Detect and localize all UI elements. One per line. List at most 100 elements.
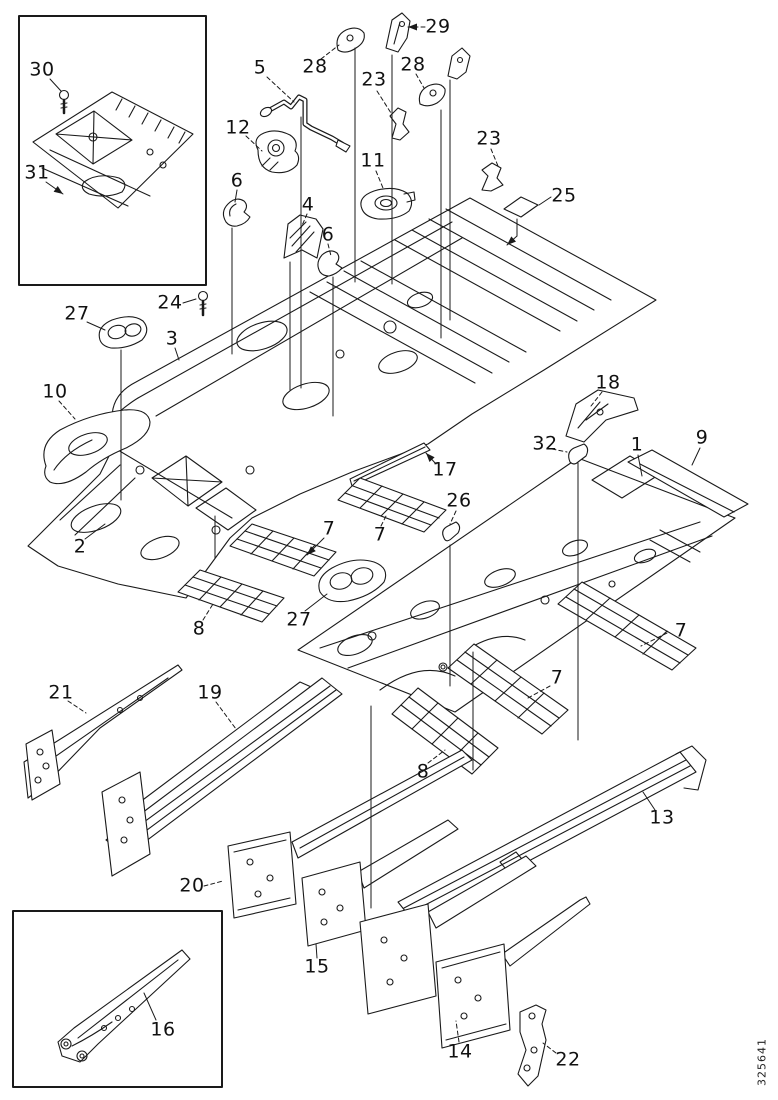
leader-line bbox=[301, 214, 307, 228]
leader-line bbox=[183, 299, 196, 303]
callout-13: 13 bbox=[649, 806, 675, 829]
part-27-plate-upper bbox=[99, 317, 147, 348]
callout-25: 25 bbox=[551, 184, 577, 207]
leader-line bbox=[643, 792, 655, 810]
leader-line bbox=[641, 633, 667, 646]
part-10-bracket bbox=[44, 410, 150, 484]
leader-line bbox=[235, 190, 237, 202]
callout-29: 29 bbox=[425, 15, 451, 38]
leader-line bbox=[59, 401, 75, 419]
leader-line bbox=[377, 91, 391, 113]
leader-arrowhead bbox=[426, 453, 435, 462]
callout-17: 17 bbox=[432, 458, 458, 481]
part-29-bracket bbox=[386, 13, 410, 52]
part-22-bracket bbox=[518, 1005, 546, 1086]
part-8-rail-a bbox=[178, 570, 284, 622]
part-23-bracket-upper bbox=[390, 108, 409, 140]
callout-2: 2 bbox=[73, 535, 87, 558]
leader-arrowhead bbox=[53, 186, 63, 194]
part-19-rail bbox=[102, 678, 342, 876]
part-7-rail-d bbox=[448, 644, 568, 734]
leader-arrowhead bbox=[307, 546, 316, 555]
callout-23: 23 bbox=[361, 68, 387, 91]
leader-line bbox=[175, 348, 179, 360]
callout-6: 6 bbox=[230, 169, 244, 192]
part-25-patch-plate bbox=[504, 197, 538, 217]
leader-line bbox=[87, 322, 105, 330]
part-12-grommet-bracket bbox=[256, 131, 299, 173]
callout-20: 20 bbox=[179, 874, 205, 897]
leader-line bbox=[638, 455, 642, 476]
inset-frames bbox=[13, 16, 222, 1087]
part-24-bolt bbox=[199, 292, 208, 316]
leader-line bbox=[543, 1043, 556, 1053]
callout-28-2: 28 bbox=[400, 53, 426, 76]
callout-1: 1 bbox=[630, 433, 644, 456]
part-7-rail-c bbox=[558, 582, 696, 670]
leader-line bbox=[144, 993, 156, 1020]
leader-lines bbox=[46, 23, 700, 1054]
leader-line bbox=[305, 594, 327, 611]
inset-floor-pan-sketch bbox=[33, 91, 193, 209]
callout-5: 5 bbox=[253, 56, 267, 79]
callout-27: 27 bbox=[64, 302, 90, 325]
part-14-bracket bbox=[436, 897, 590, 1048]
leader-arrowhead bbox=[408, 23, 417, 31]
leader-line bbox=[692, 448, 700, 465]
inset-bottom-left bbox=[13, 911, 222, 1087]
callout-27-2: 27 bbox=[286, 608, 312, 631]
callout-8-2: 8 bbox=[416, 760, 430, 783]
callout-23-2: 23 bbox=[476, 127, 502, 150]
inset-top-left bbox=[19, 16, 206, 285]
leader-line bbox=[321, 45, 339, 59]
leader-line bbox=[591, 392, 602, 406]
leader-line bbox=[85, 524, 105, 539]
part-4-bracket bbox=[284, 215, 323, 258]
leader-line bbox=[68, 701, 86, 713]
leader-line bbox=[428, 750, 445, 763]
callout-7: 7 bbox=[322, 517, 336, 540]
bolt-30-icon bbox=[60, 91, 69, 114]
leader-line bbox=[216, 702, 236, 729]
part-6-clip-right bbox=[318, 251, 342, 276]
leader-arrowhead bbox=[507, 236, 516, 245]
part-7-rail-b bbox=[338, 478, 446, 532]
part-7-rail-a bbox=[230, 524, 336, 576]
part-18-bracket bbox=[566, 390, 638, 442]
callout-11: 11 bbox=[360, 149, 386, 172]
part-5-brake-line bbox=[259, 97, 350, 152]
leader-line bbox=[450, 511, 456, 524]
callout-26: 26 bbox=[446, 489, 472, 512]
callout-3: 3 bbox=[165, 327, 179, 350]
leader-line bbox=[491, 149, 498, 166]
callout-14: 14 bbox=[447, 1040, 473, 1063]
callout-4: 4 bbox=[301, 193, 315, 216]
part-29-bracket-b bbox=[448, 48, 470, 79]
callout-22: 22 bbox=[555, 1048, 581, 1071]
part-17-rod bbox=[350, 443, 430, 486]
leader-line bbox=[416, 74, 424, 88]
callout-28: 28 bbox=[302, 55, 328, 78]
part-28-clamp-right bbox=[419, 84, 445, 106]
part-15-bracket bbox=[302, 820, 536, 1014]
leader-line bbox=[246, 136, 262, 151]
part-21-rail bbox=[24, 665, 182, 800]
figure-number: 325641 bbox=[755, 1038, 769, 1086]
callout-32: 32 bbox=[532, 432, 558, 455]
part-27-plate-lower bbox=[319, 560, 386, 602]
part-32-clip bbox=[569, 444, 588, 464]
callout-21: 21 bbox=[48, 681, 74, 704]
leader-line bbox=[204, 881, 223, 886]
callout-30: 30 bbox=[29, 58, 55, 81]
leader-line bbox=[552, 449, 567, 452]
leader-line bbox=[381, 514, 387, 526]
callout-16: 16 bbox=[150, 1018, 176, 1041]
callout-12: 12 bbox=[225, 116, 251, 139]
leader-line bbox=[267, 77, 294, 102]
inset-rail-16-sketch bbox=[58, 950, 190, 1062]
callout-8: 8 bbox=[192, 617, 206, 640]
leader-line bbox=[50, 79, 61, 91]
leader-line bbox=[203, 604, 213, 620]
